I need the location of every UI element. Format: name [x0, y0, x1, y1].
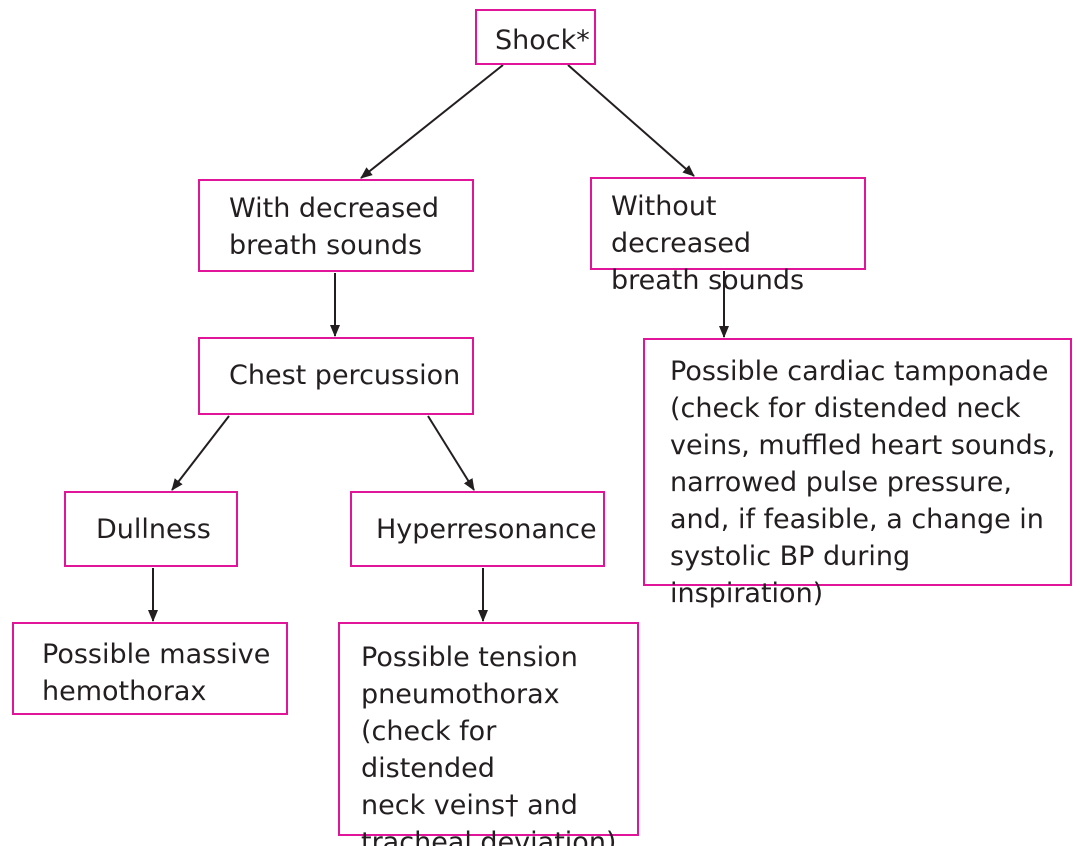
arrow-shock-to-without — [567, 64, 695, 177]
with-decreased-breath-sounds-box: With decreased breath sounds — [198, 179, 474, 272]
dullness-box: Dullness — [64, 491, 238, 567]
without-decreased-breath-sounds-box: Without decreased breath sounds — [590, 177, 866, 296]
hyperresonance-box: Hyperresonance — [350, 491, 605, 567]
chest-percussion-box: Chest percussion — [198, 337, 474, 415]
arrow-chest-to-dullness — [171, 415, 230, 491]
shock-box: Shock* — [475, 9, 596, 65]
massive-hemothorax-box: Possible massive hemothorax — [12, 622, 288, 715]
arrow-shock-to-with — [360, 64, 504, 179]
arrow-chest-to-hyperresonance — [427, 415, 475, 491]
tension-pneumothorax-box: Possible tension pneumothorax (check for… — [338, 622, 639, 846]
cardiac-tamponade-box: Possible cardiac tamponade (check for di… — [643, 338, 1072, 609]
